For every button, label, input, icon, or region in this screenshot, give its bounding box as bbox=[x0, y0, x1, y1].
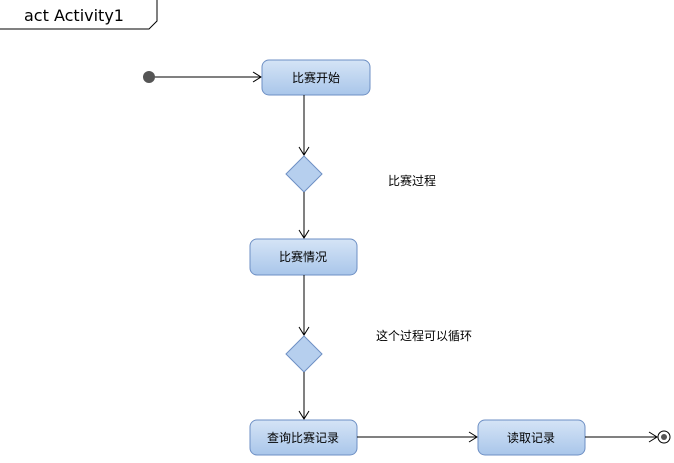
frame-label: act Activity1 bbox=[0, 0, 158, 30]
action-match-status[interactable]: 比赛情况 bbox=[249, 238, 358, 276]
action-start-match-label: 比赛开始 bbox=[292, 70, 340, 85]
action-read-records[interactable]: 读取记录 bbox=[477, 419, 586, 456]
flow-status-to-decision bbox=[298, 275, 310, 336]
flow-query-to-read bbox=[357, 431, 478, 443]
flow-initial-to-start bbox=[155, 71, 262, 83]
note-match-process: 比赛过程 bbox=[388, 173, 436, 188]
flow-decision-to-query bbox=[298, 372, 310, 420]
frame-title: act Activity1 bbox=[24, 6, 124, 25]
action-read-records-label: 读取记录 bbox=[507, 431, 555, 445]
action-query-records-label: 查询比赛记录 bbox=[267, 430, 339, 445]
final-node[interactable] bbox=[657, 430, 671, 444]
action-query-records[interactable]: 查询比赛记录 bbox=[249, 419, 358, 456]
note-loop: 这个过程可以循环 bbox=[376, 328, 472, 343]
action-start-match[interactable]: 比赛开始 bbox=[261, 59, 371, 96]
frame-tab-border bbox=[0, 0, 158, 30]
initial-node[interactable] bbox=[143, 71, 155, 83]
flow-read-to-final bbox=[585, 431, 658, 443]
decision-node-1[interactable] bbox=[285, 155, 323, 193]
action-match-status-label: 比赛情况 bbox=[279, 249, 327, 264]
flow-decision-to-status bbox=[298, 192, 310, 239]
flow-start-to-decision bbox=[298, 95, 310, 156]
decision-node-2[interactable] bbox=[285, 335, 323, 373]
